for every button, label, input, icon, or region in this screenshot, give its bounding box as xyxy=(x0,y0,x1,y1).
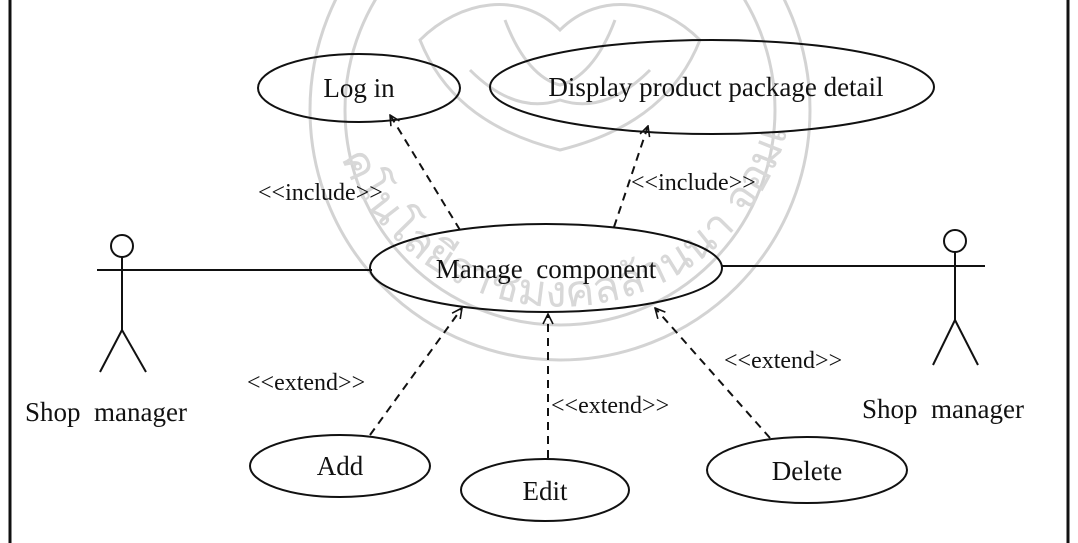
extend-label-edit: <<extend>> xyxy=(551,393,669,419)
use-case-login: Log in xyxy=(257,53,461,123)
use-case-edit-label: Edit xyxy=(523,476,568,506)
use-case-delete: Delete xyxy=(706,436,908,504)
actor-right-label: Shop manager xyxy=(862,394,1024,424)
extend-arrow-add xyxy=(369,308,462,436)
include-label-display: <<include>> xyxy=(631,170,756,196)
use-case-add: Add xyxy=(249,434,431,498)
actor-left-label: Shop manager xyxy=(25,397,187,427)
actor-head-icon xyxy=(943,229,967,253)
diagram-frame xyxy=(8,0,1070,543)
use-case-edit: Edit xyxy=(460,458,630,522)
use-case-add-label: Add xyxy=(317,451,364,481)
use-case-login-label: Log in xyxy=(323,73,395,103)
use-case-manage: Manage component xyxy=(369,223,723,313)
include-arrow-display xyxy=(613,126,648,228)
use-case-display: Display product package detail xyxy=(489,39,935,135)
include-arrow-login xyxy=(390,115,461,231)
actor-right xyxy=(929,229,985,366)
extend-arrow-delete xyxy=(655,308,771,439)
include-label-login: <<include>> xyxy=(258,180,383,206)
use-case-display-label: Display product package detail xyxy=(548,72,883,102)
extend-label-delete: <<extend>> xyxy=(724,348,842,374)
use-case-delete-label: Delete xyxy=(772,456,842,486)
actor-head-icon xyxy=(110,234,134,258)
extend-label-add: <<extend>> xyxy=(247,370,365,396)
use-case-manage-label: Manage component xyxy=(436,254,657,284)
actor-left xyxy=(97,234,148,373)
